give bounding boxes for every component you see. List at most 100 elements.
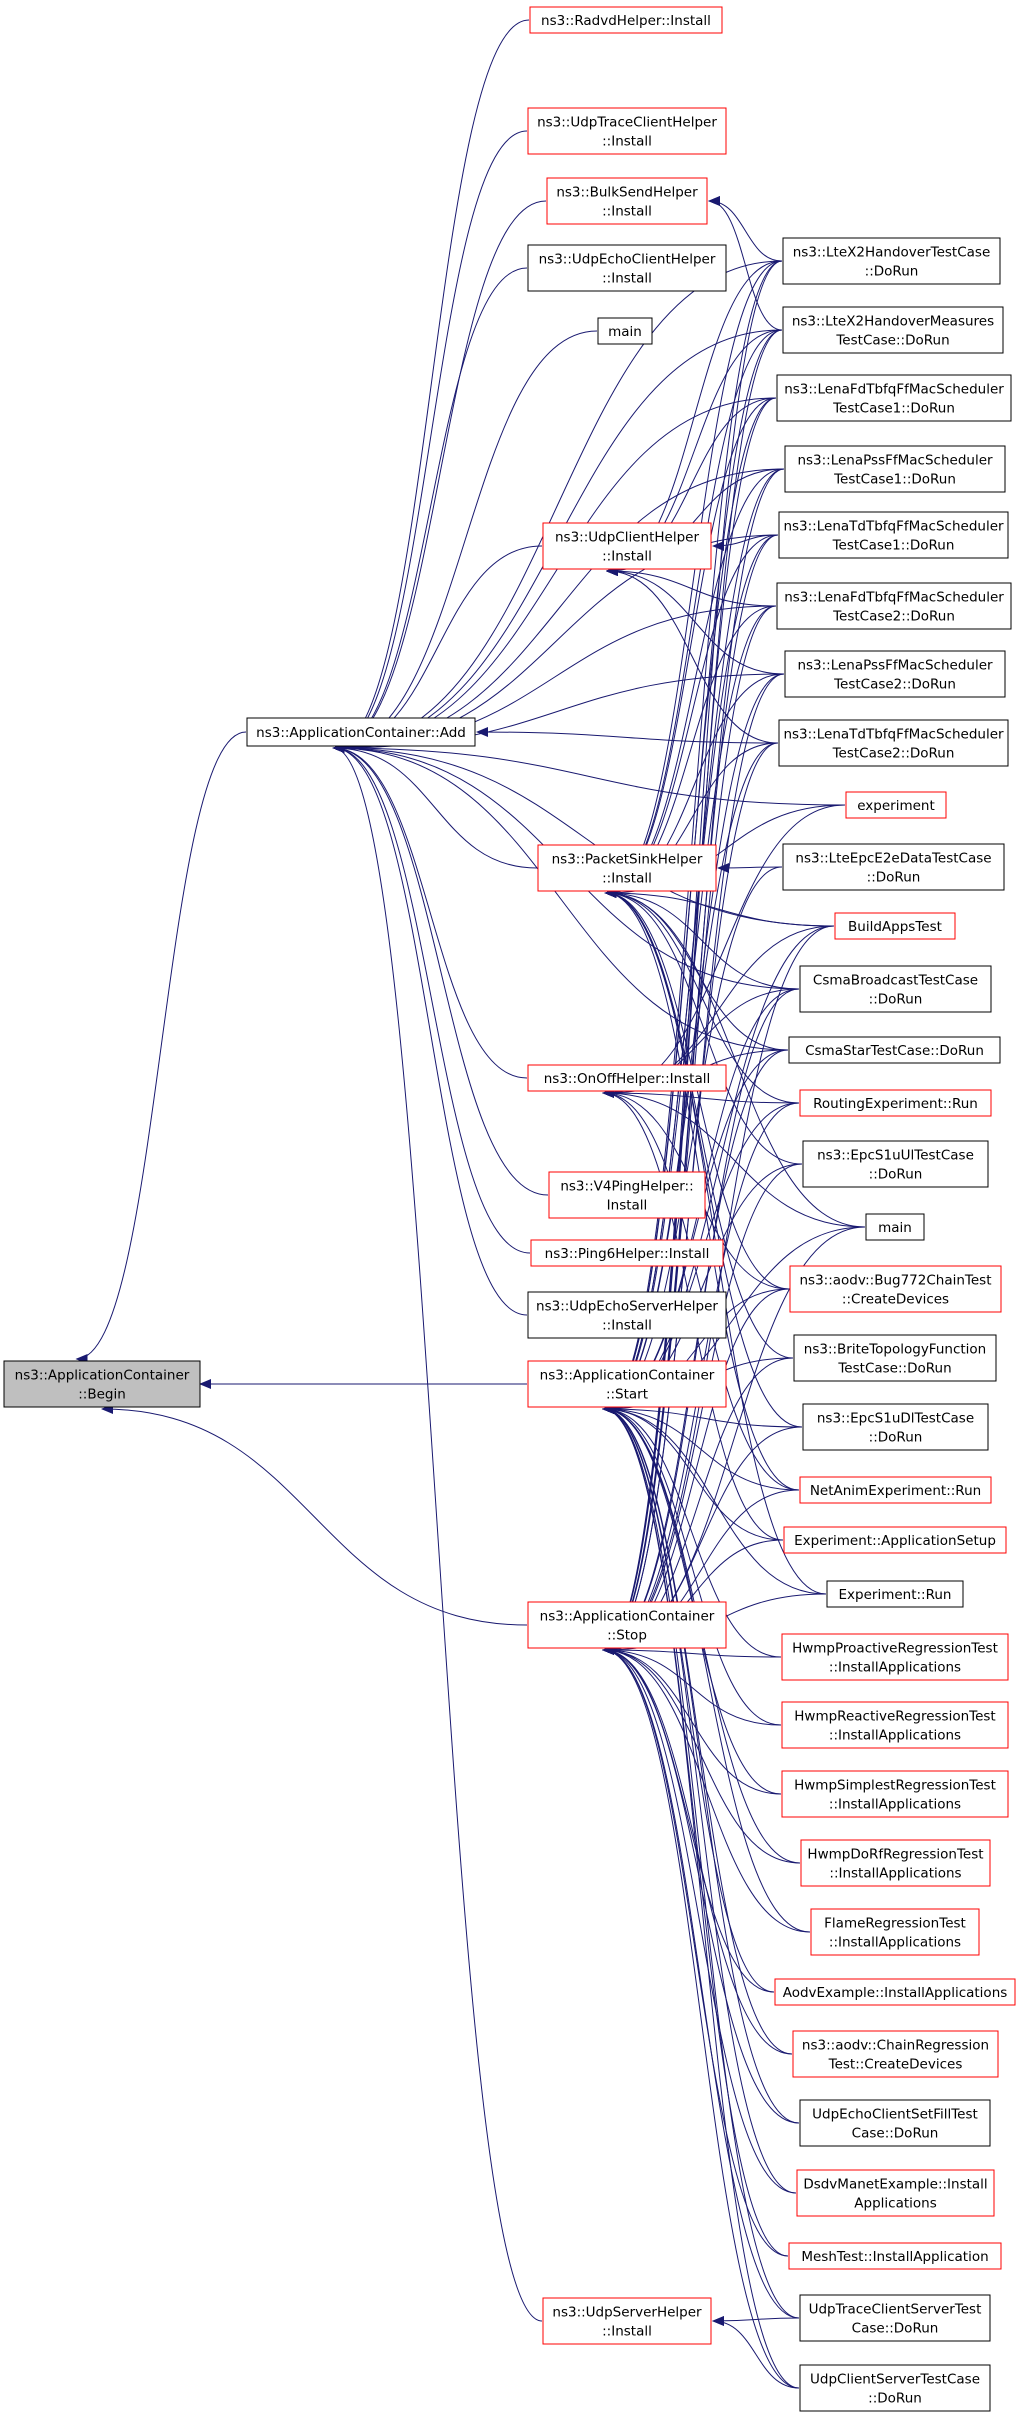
node-main_mid: main (865, 1213, 925, 1241)
node-label: ::Stop (607, 1628, 647, 1644)
node-label: ::InstallApplications (829, 1935, 961, 1951)
node-aodvexample[interactable]: AodvExample::InstallApplications (774, 1978, 1016, 2006)
node-v4ping[interactable]: ns3::V4PingHelper::Install (548, 1171, 706, 1219)
node-box (782, 237, 1001, 285)
node-box (800, 1839, 991, 1887)
node-expappsetup[interactable]: Experiment::ApplicationSetup (783, 1526, 1007, 1554)
node-aodvchain[interactable]: ns3::aodv::ChainRegressionTest::CreateDe… (792, 2030, 999, 2078)
node-label: ::Install (602, 204, 652, 220)
node-ping6[interactable]: ns3::Ping6Helper::Install (530, 1239, 724, 1267)
node-box (793, 1334, 997, 1382)
edge-main_mid-to-onoff (602, 1088, 866, 1228)
node-csmastar: CsmaStarTestCase::DoRun (788, 1036, 1001, 1064)
edge-hwmpreactive-to-start (602, 1404, 782, 1726)
node-hwmpreactive[interactable]: HwmpReactiveRegressionTest::InstallAppli… (781, 1701, 1009, 1749)
node-label: ns3::EpcS1uDlTestCase (817, 1411, 974, 1427)
node-box (783, 1526, 1007, 1554)
node-radvd[interactable]: ns3::RadvdHelper::Install (529, 6, 723, 34)
edge-stop-to-begin (101, 1404, 528, 1626)
node-label: RoutingExperiment::Run (813, 1096, 978, 1112)
node-box (781, 1701, 1009, 1749)
node-label: Experiment::Run (839, 1587, 952, 1603)
node-lenapss1: ns3::LenaPssFfMacSchedulerTestCase1::DoR… (784, 445, 1006, 493)
node-udptrace_helper[interactable]: ns3::UdpTraceClientHelper::Install (527, 107, 727, 155)
edge-ltex2_measures-to-bulksend (708, 196, 783, 331)
edge-flame-to-stop (602, 1645, 811, 1933)
node-label: ns3::LteEpcE2eDataTestCase (795, 851, 991, 867)
node-buildapps[interactable]: BuildAppsTest (834, 912, 956, 940)
node-label: ::InstallApplications (829, 1866, 961, 1882)
node-udpecho_server: ns3::UdpEchoServerHelper::Install (527, 1291, 727, 1339)
edge-dsdv-to-stop (602, 1645, 797, 2194)
node-packetsink[interactable]: ns3::PacketSinkHelper::Install (537, 844, 717, 892)
node-udpecho_client: ns3::UdpEchoClientHelper::Install (527, 244, 727, 292)
node-label: ns3::BriteTopologyFunction (804, 1342, 986, 1358)
node-stop[interactable]: ns3::ApplicationContainer::Stop (527, 1601, 727, 1649)
node-box (792, 2030, 999, 2078)
node-label: ns3::aodv::Bug772ChainTest (799, 1273, 991, 1289)
node-label: ns3::UdpTraceClientHelper (537, 115, 717, 131)
node-box (776, 582, 1012, 630)
node-label: TestCase1::DoRun (832, 401, 955, 417)
edge-ping6-to-add (332, 743, 531, 1254)
edge-udptrace_helper-to-add (332, 130, 528, 753)
node-lteepc: ns3::LteEpcE2eDataTestCase::DoRun (782, 843, 1005, 891)
edge-hwmpdorf-to-stop (602, 1645, 801, 1864)
node-label: UdpTraceClientServerTest (809, 2302, 982, 2318)
edge-udpechofill-to-stop (602, 1645, 800, 2124)
node-udpclient[interactable]: ns3::UdpClientHelper::Install (542, 522, 712, 570)
node-label: TestCase2::DoRun (832, 746, 955, 762)
node-box (542, 522, 712, 570)
edge-epcs1udl-to-packetsink (604, 888, 803, 1428)
edge-dsdv-to-start (602, 1404, 797, 2194)
edge-exprun-to-start (602, 1404, 827, 1595)
node-onoff[interactable]: ns3::OnOffHelper::Install (527, 1064, 727, 1092)
node-lenafd1: ns3::LenaFdTbfqFfMacSchedulerTestCase1::… (776, 374, 1012, 422)
edge-lenapss2-to-udpclient (605, 566, 785, 675)
node-label: Case::DoRun (852, 2321, 939, 2337)
node-label: ::Install (602, 871, 652, 887)
node-label: ::DoRun (869, 1430, 923, 1446)
node-meshtest[interactable]: MeshTest::InstallApplication (788, 2242, 1002, 2270)
node-start[interactable]: ns3::ApplicationContainer::Start (527, 1360, 727, 1408)
node-label: ns3::ApplicationContainer (540, 1368, 715, 1384)
node-routingexp[interactable]: RoutingExperiment::Run (799, 1089, 992, 1117)
node-label: HwmpDoRfRegressionTest (807, 1847, 983, 1863)
node-box (782, 843, 1005, 891)
node-box (546, 177, 708, 225)
edge-epcs1udl-to-start (602, 1404, 803, 1428)
node-exprun: Experiment::Run (826, 1580, 964, 1608)
edge-main_mid-to-packetsink (604, 888, 866, 1228)
node-experiment[interactable]: experiment (845, 791, 947, 819)
node-box (865, 1213, 925, 1241)
node-lenafd2: ns3::LenaFdTbfqFfMacSchedulerTestCase2::… (776, 582, 1012, 630)
node-label: MeshTest::InstallApplication (801, 2249, 988, 2265)
node-main_top: main (597, 317, 653, 345)
edge-udpclientserver-to-start (602, 1404, 800, 2389)
edge-hwmpproactive-to-start (602, 1404, 782, 1658)
node-hwmpproactive[interactable]: HwmpProactiveRegressionTest::InstallAppl… (781, 1633, 1009, 1681)
edge-udpecho_server-to-add (332, 743, 528, 1316)
node-label: ns3::LenaFdTbfqFfMacScheduler (784, 590, 1004, 606)
node-flame[interactable]: FlameRegressionTest::InstallApplications (810, 1908, 980, 1956)
node-label: ns3::ApplicationContainer (15, 1368, 190, 1384)
node-label: ::Install (602, 271, 652, 287)
edge-meshtest-to-stop (602, 1645, 789, 2257)
node-label: Applications (854, 2196, 936, 2212)
node-dsdv[interactable]: DsdvManetExample::InstallApplications (796, 2169, 995, 2217)
node-udpserver[interactable]: ns3::UdpServerHelper::Install (542, 2297, 712, 2345)
node-netanim[interactable]: NetAnimExperiment::Run (799, 1476, 992, 1504)
node-label: ns3::UdpEchoClientHelper (539, 252, 716, 268)
node-bulksend[interactable]: ns3::BulkSendHelper::Install (546, 177, 708, 225)
node-box (799, 2294, 991, 2342)
edge-hwmpproactive-to-stop (602, 1645, 782, 1658)
node-hwmpsimplest[interactable]: HwmpSimplestRegressionTest::InstallAppli… (781, 1770, 1009, 1818)
edge-experiment-to-add (332, 743, 846, 806)
node-hwmpdorf[interactable]: HwmpDoRfRegressionTest::InstallApplicati… (800, 1839, 991, 1887)
node-box (826, 1580, 964, 1608)
node-box (527, 107, 727, 155)
node-label: ::DoRun (868, 2391, 922, 2407)
node-bug772[interactable]: ns3::aodv::Bug772ChainTest::CreateDevice… (789, 1265, 1002, 1313)
